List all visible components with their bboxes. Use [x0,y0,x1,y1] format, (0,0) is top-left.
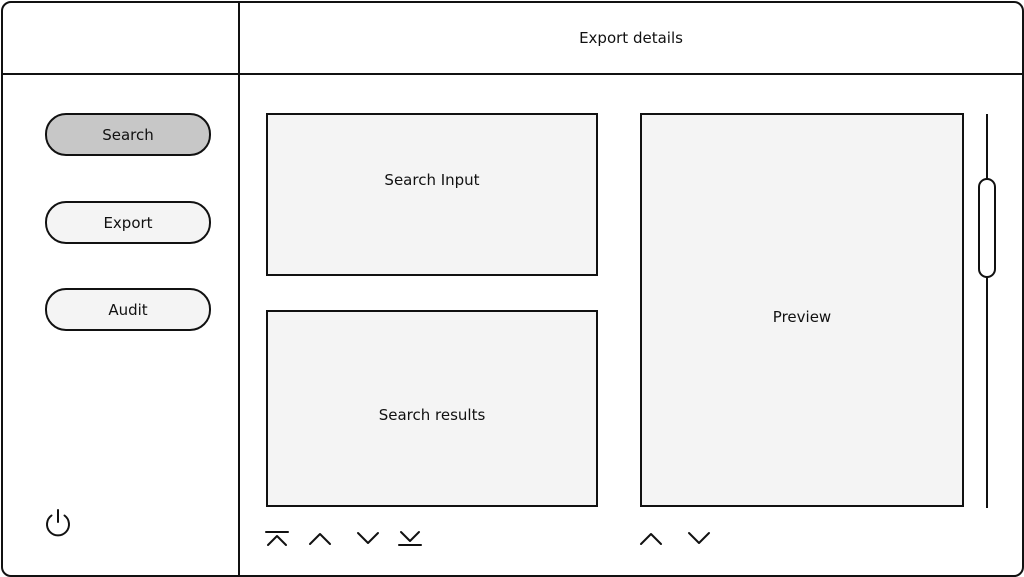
header-divider [3,73,1022,75]
search-input-label: Search Input [384,170,480,189]
sidebar-divider [238,3,240,575]
nav-audit-button[interactable]: Audit [45,288,211,331]
first-page-icon[interactable] [265,529,289,547]
search-input-panel[interactable]: Search Input [266,113,598,276]
page-title: Export details [579,29,683,47]
preview-chevron-down-icon[interactable] [687,529,711,547]
preview-panel: Preview [640,113,964,507]
search-results-panel: Search results [266,310,598,507]
nav-export-button[interactable]: Export [45,201,211,244]
power-icon[interactable] [43,505,73,539]
preview-scrollbar-track[interactable] [986,114,988,508]
last-page-icon[interactable] [398,529,422,547]
search-results-label: Search results [378,405,486,424]
nav-search-button[interactable]: Search [45,113,211,156]
chevron-down-icon[interactable] [356,529,380,547]
preview-scrollbar-thumb[interactable] [978,178,996,278]
preview-chevron-up-icon[interactable] [639,529,663,547]
chevron-up-icon[interactable] [308,529,332,547]
preview-label: Preview [772,308,832,326]
